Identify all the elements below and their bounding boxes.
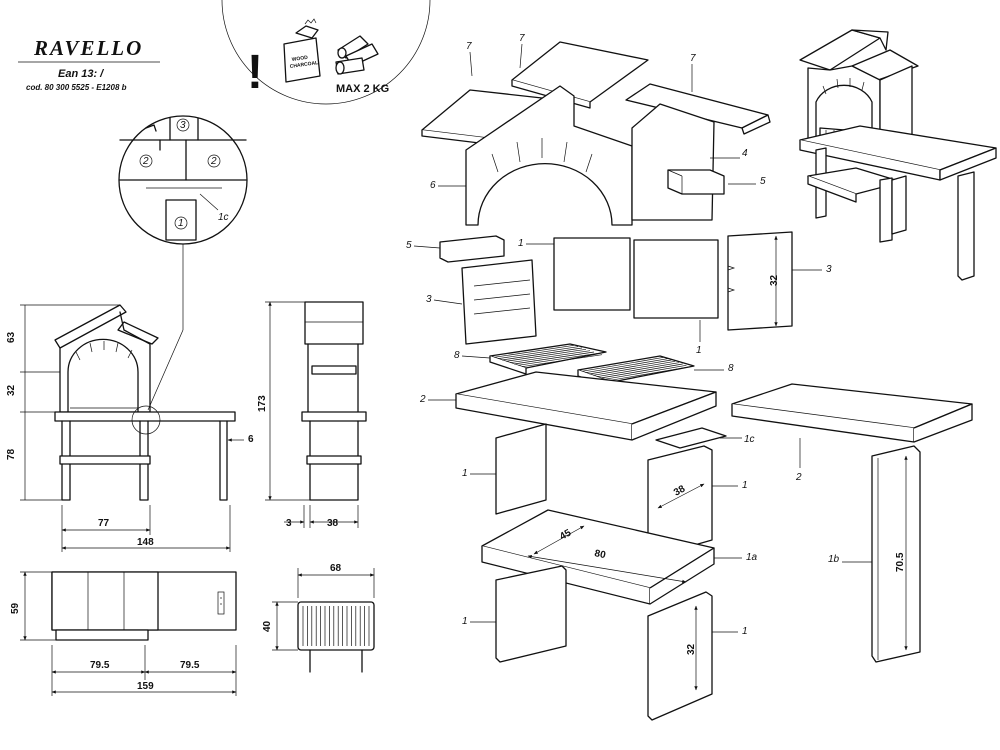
part-3-side-right xyxy=(727,231,793,331)
grate-ridge xyxy=(596,362,679,378)
label-2a: 2 xyxy=(419,394,426,405)
part-3-side-left xyxy=(461,259,537,345)
part-1-back-panel-b xyxy=(633,239,719,319)
part-1b-tall-leg xyxy=(871,445,921,663)
grate-ridge xyxy=(505,348,587,362)
part-5-block-left xyxy=(439,235,505,263)
front-width-148: 148 xyxy=(137,537,154,548)
grate-ridge xyxy=(589,359,672,375)
front-gap-6: 6 xyxy=(248,434,254,445)
label-7b: 7 xyxy=(519,33,525,44)
bag-label-charcoal: CHARCOAL xyxy=(289,60,318,70)
grate-ridge xyxy=(521,354,603,368)
side-elevation-view: 173 3 38 xyxy=(257,301,367,529)
label-1a: 1a xyxy=(746,552,758,563)
label-5a: 5 xyxy=(760,176,766,187)
ean-code: Ean 13: / xyxy=(58,68,105,80)
part-4-side-wall xyxy=(631,103,715,221)
label-1-left-lower: 1 xyxy=(462,616,468,627)
grate-ridge xyxy=(581,356,664,372)
plan-width-79.5a: 79.5 xyxy=(90,660,110,671)
bag-label-wood: WOOD xyxy=(291,55,308,63)
label-2b: 2 xyxy=(795,472,802,483)
front-width-77: 77 xyxy=(98,518,110,529)
dim-32-lower-leg: 32 xyxy=(686,643,697,655)
grill-depth-40: 40 xyxy=(262,620,273,632)
plan-view: 59 79.5 79.5 159 xyxy=(10,571,237,696)
label-1-right-upper: 1 xyxy=(742,480,748,491)
wood-logs-icon xyxy=(335,35,379,75)
label-8a: 8 xyxy=(454,350,460,361)
warning-exclamation-icon: ! xyxy=(247,46,263,99)
detail-label-2a: 2 xyxy=(142,156,149,167)
label-7a: 7 xyxy=(466,41,472,52)
dim-70.5-tall-leg: 70.5 xyxy=(895,552,906,572)
title-block: RAVELLO Ean 13: / cod. 80 300 5525 - E12… xyxy=(18,36,160,92)
detail-label-1: 1 xyxy=(178,218,184,229)
part-7-roof-center xyxy=(511,41,649,103)
grate-bars xyxy=(302,606,370,646)
part-1-upper-leg-left xyxy=(495,423,547,515)
product-code: cod. 80 300 5525 - E1208 b xyxy=(26,83,127,92)
label-7c: 7 xyxy=(690,53,696,64)
side-height-173: 173 xyxy=(257,395,268,412)
grate-ridge xyxy=(585,358,668,374)
max-load-label: MAX 2 KG xyxy=(336,83,389,95)
part-1-lower-leg-right xyxy=(647,591,713,721)
label-1b: 1b xyxy=(828,554,840,565)
detail-callout-circle xyxy=(131,405,161,435)
dim-32-side-panel: 32 xyxy=(769,274,780,286)
part-6-front-arch xyxy=(465,85,633,226)
part-1-back-panel-a xyxy=(553,237,631,311)
grate-ridge xyxy=(608,366,691,382)
grate-ridge xyxy=(497,346,579,360)
grate-ridge xyxy=(493,344,575,358)
dim-38-leg: 38 xyxy=(672,483,688,498)
detail-label-3: 3 xyxy=(180,120,186,131)
grate-ridge xyxy=(604,364,687,380)
label-1-top: 1 xyxy=(518,238,524,249)
label-6: 6 xyxy=(430,180,436,191)
side-width-38: 38 xyxy=(327,518,339,529)
dim-45-shelf: 45 xyxy=(558,527,574,542)
grill-grate-view: 68 40 xyxy=(262,563,375,673)
fuel-warning: ! WOOD CHARCOAL MAX 2 KG xyxy=(221,0,431,105)
label-5b: 5 xyxy=(406,240,412,251)
label-3a: 3 xyxy=(426,294,432,305)
grate-ridge xyxy=(593,360,676,376)
detail-label-1c: 1c xyxy=(218,212,229,223)
plan-width-159: 159 xyxy=(137,681,154,692)
front-height-32: 32 xyxy=(6,384,17,396)
front-height-63: 63 xyxy=(6,331,17,343)
product-title: RAVELLO xyxy=(33,36,143,60)
grate-ridge xyxy=(600,363,683,379)
grate-ridge xyxy=(509,350,591,364)
front-height-78: 78 xyxy=(6,448,17,460)
label-4: 4 xyxy=(742,148,748,159)
plan-depth-59: 59 xyxy=(10,602,21,614)
detail-magnifier: 3 2 2 1 1c xyxy=(118,115,248,411)
label-3b: 3 xyxy=(826,264,832,275)
grate-ridge xyxy=(501,347,583,361)
grate-ridge xyxy=(517,352,599,366)
side-width-3: 3 xyxy=(286,518,292,529)
label-1-left-upper: 1 xyxy=(462,468,468,479)
label-8b: 8 xyxy=(728,363,734,374)
charcoal-bag-icon: WOOD CHARCOAL xyxy=(283,18,321,83)
part-1c-plate xyxy=(655,427,727,449)
detail-label-2b: 2 xyxy=(210,156,217,167)
grate-ridge xyxy=(513,351,595,365)
label-1-mid: 1 xyxy=(696,345,702,356)
assembled-bbq-view xyxy=(799,29,997,281)
dim-80-shelf: 80 xyxy=(593,548,607,561)
front-elevation-view: 63 32 78 6 77 148 xyxy=(6,304,254,552)
grill-width-68: 68 xyxy=(330,563,342,574)
label-1c: 1c xyxy=(744,434,755,445)
plan-width-79.5b: 79.5 xyxy=(180,660,200,671)
part-1-lower-leg-left xyxy=(495,565,567,663)
warning-circle-outline xyxy=(221,0,431,105)
exploded-assembly-view: 7 7 7 4 5 6 5 1 3 3 1 8 8 2 1c 1 1 2 1 xyxy=(406,33,973,721)
label-1-right-lower: 1 xyxy=(742,626,748,637)
